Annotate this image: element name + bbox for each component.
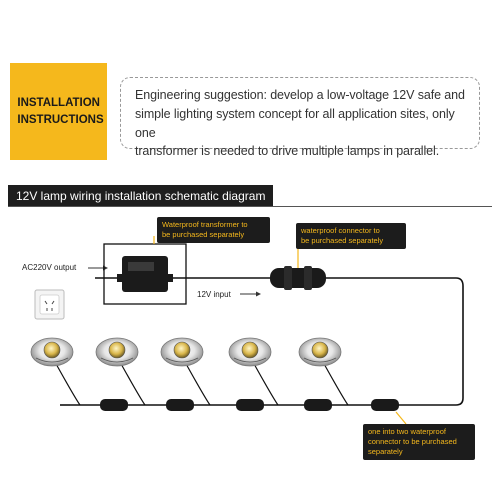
splitter-connector-3 [236,399,264,411]
splitter-connector-5 [371,399,399,411]
transformer-callout-line2: be purchased separately [162,230,245,240]
lamp-2 [95,337,146,406]
lamp-4 [228,337,279,406]
ac-output-label: AC220V output [22,263,77,272]
splitter-callout-line3: separately [368,447,403,457]
connector-callout: waterproof connector to be purchased sep… [296,223,406,250]
connector-callout-line2: be purchased separately [301,236,384,246]
installation-heading-line2: INSTRUCTIONS [17,113,104,126]
waterproof-connector-icon [270,266,326,290]
suggestion-line-2: simple lighting system concept for all a… [135,106,455,140]
ac-output-arrow [88,265,108,271]
dc-input-arrow [240,291,261,297]
splitter-callout: one into two waterproof connector to be … [363,424,475,461]
lamp-5 [298,337,349,406]
transformer-callout-line1: Waterproof transformer to [162,220,248,229]
suggestion-line-1: Engineering suggestion: develop a low-vo… [135,88,465,102]
splitter-connector-4 [304,399,332,411]
splitter-callout-line1: one into two waterproof [368,427,446,436]
transformer-callout: Waterproof transformer to be purchased s… [157,217,270,244]
installation-heading-line1: INSTALLATION [17,96,100,109]
title-divider [8,206,492,207]
wall-socket-icon [34,289,65,320]
installation-heading: INSTALLATION INSTRUCTIONS [13,95,103,128]
splitter-callout-line2: connector to be purchased [368,437,457,447]
dc-input-label: 12V input [197,290,231,299]
splitter-connector-2 [166,399,194,411]
lamp-1 [30,337,81,406]
connector-callout-line1: waterproof connector to [301,226,380,235]
lamp-3 [160,337,211,406]
suggestion-line-3: transformer is needed to drive multiple … [135,144,440,159]
splitter-connector-1 [100,399,128,411]
engineering-suggestion-box: Engineering suggestion: develop a low-vo… [120,77,480,158]
output-cable [326,277,464,406]
diagram-title: 12V lamp wiring installation schematic d… [8,185,274,207]
transformer-icon [103,243,187,305]
installation-badge: INSTALLATION INSTRUCTIONS [10,63,107,160]
